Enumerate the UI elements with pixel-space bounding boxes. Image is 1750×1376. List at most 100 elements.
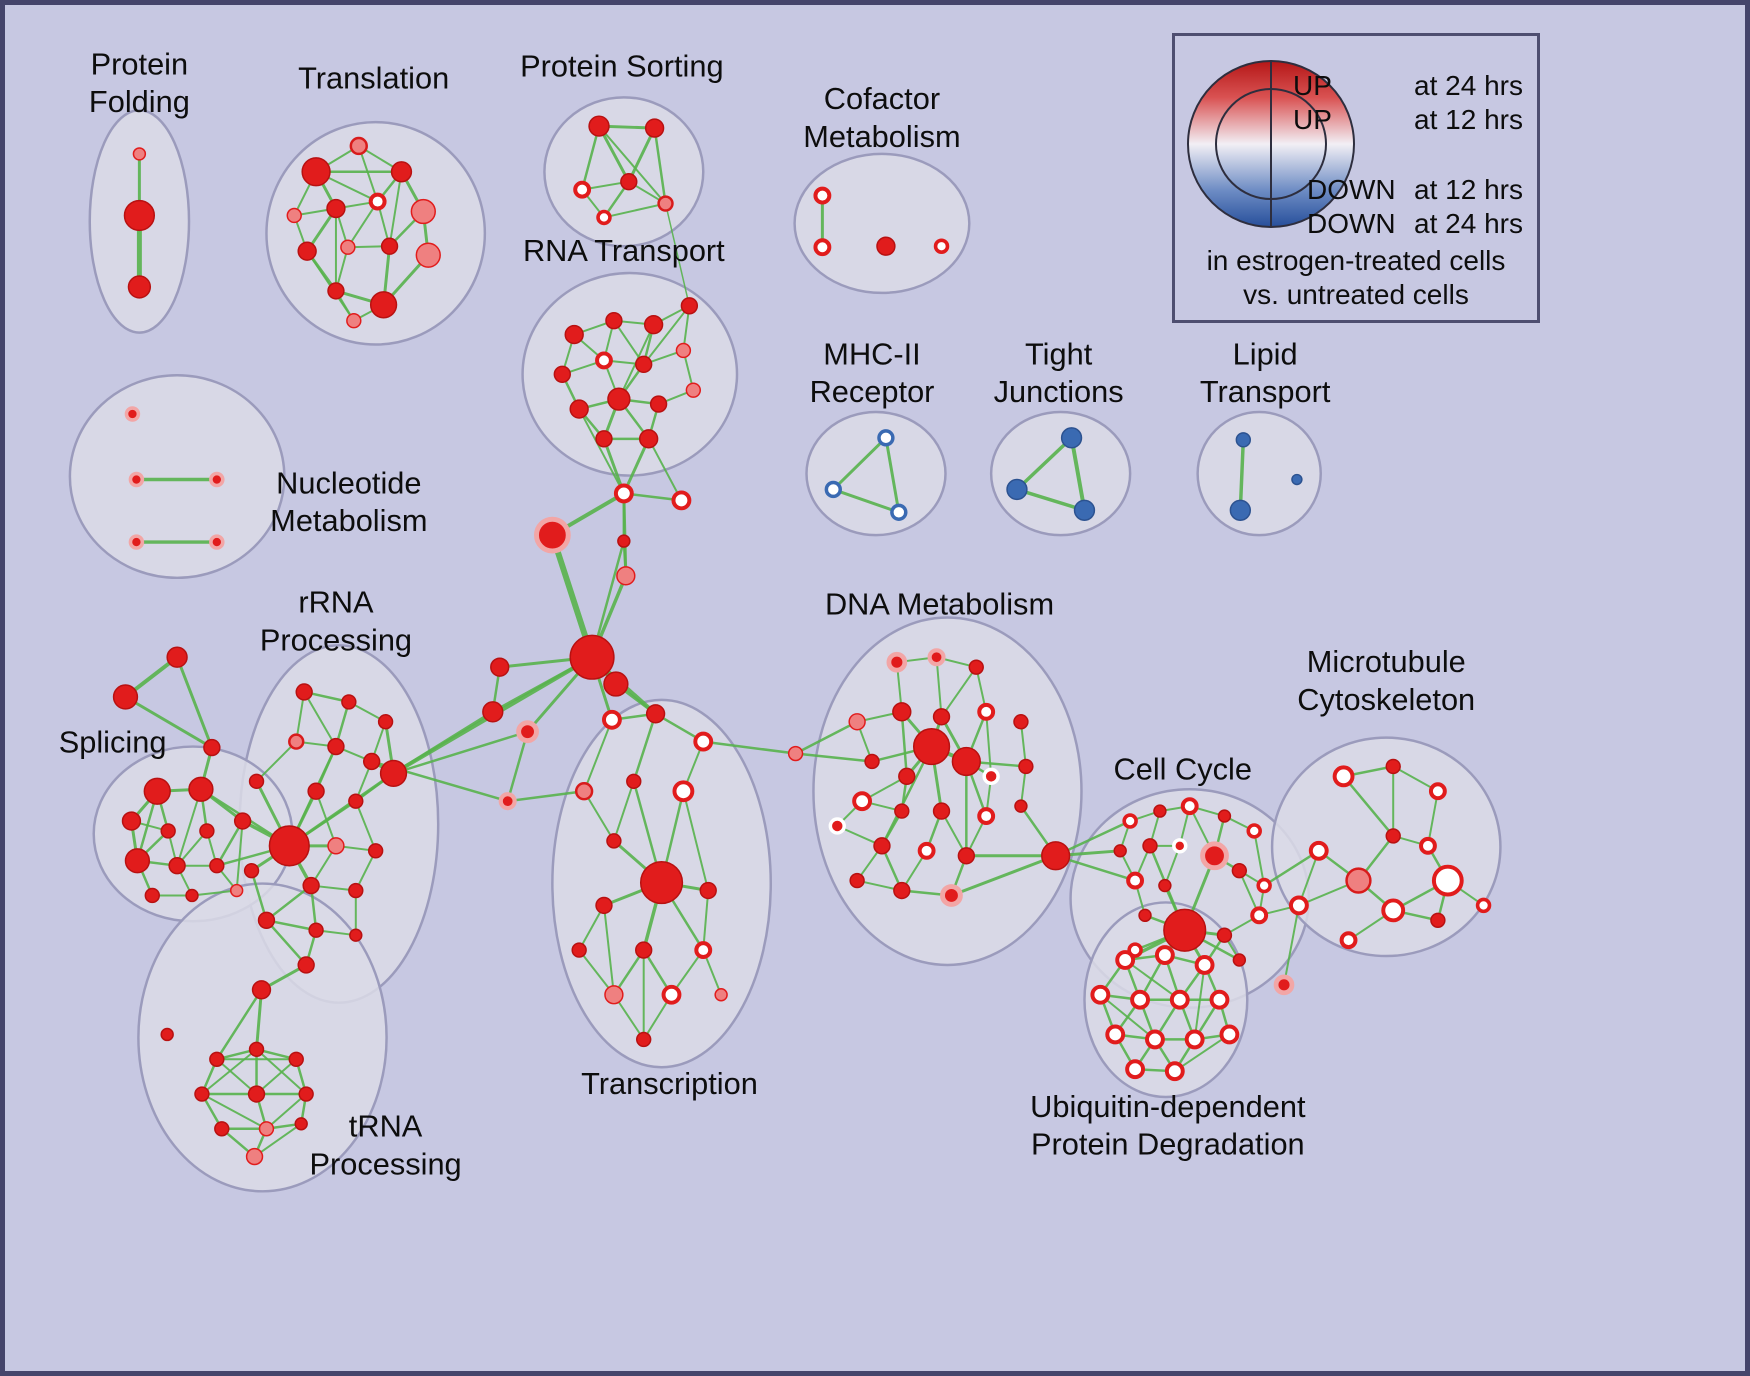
- edge-ft1-ft3: [175, 655, 214, 750]
- node-dm6: [932, 708, 951, 726]
- node-tn2: [160, 1027, 174, 1042]
- node-cc7: [1142, 838, 1158, 854]
- node-pf1: [132, 147, 147, 161]
- node-nm3: [209, 471, 225, 488]
- node-mc13: [1475, 897, 1492, 914]
- cluster-label: Ubiquitin-dependent: [1030, 1089, 1306, 1124]
- node-nm5: [209, 534, 225, 550]
- node-sp3: [121, 811, 142, 831]
- edge-sn11-tx4: [506, 790, 586, 803]
- node-pf3: [127, 275, 152, 299]
- cluster-label: Cell Cycle: [1114, 751, 1252, 786]
- node-rr10: [348, 793, 364, 809]
- edge-dm5-dm12: [900, 710, 909, 778]
- edge-tn8-tn10: [265, 1093, 308, 1130]
- node-sp5: [199, 823, 215, 839]
- node-mc8: [1419, 836, 1437, 855]
- node-rt13: [595, 430, 613, 448]
- edge-dm2-dm6: [935, 656, 943, 718]
- node-ft3: [203, 738, 221, 757]
- node-ps2: [644, 118, 665, 138]
- cluster-cofactor-metabolism: [793, 152, 971, 295]
- node-cf2: [813, 238, 832, 257]
- node-tx5: [626, 773, 642, 790]
- node-dm5: [892, 702, 912, 722]
- cluster-label: Processing: [309, 1146, 461, 1181]
- node-layer: [112, 115, 1492, 1166]
- node-tr13: [369, 291, 398, 319]
- edge-tx10-tx13: [702, 889, 710, 952]
- legend-row-down-24: DOWN at 24 hrs: [1307, 208, 1523, 240]
- node-sn12: [787, 745, 804, 762]
- node-tr2: [349, 136, 368, 156]
- node-sn6: [569, 634, 615, 680]
- node-dm3: [968, 659, 984, 675]
- node-ub3: [1194, 955, 1215, 975]
- node-sn2: [671, 490, 692, 511]
- node-rr4: [288, 733, 305, 750]
- node-rt2: [605, 312, 623, 330]
- node-tx1: [601, 709, 622, 730]
- node-rr21: [251, 980, 272, 1000]
- node-tr7: [410, 198, 436, 225]
- node-rr20: [297, 956, 315, 974]
- node-nm4: [128, 534, 145, 550]
- cluster-label: Metabolism: [270, 503, 427, 538]
- node-mh3: [890, 503, 908, 521]
- node-rt4: [680, 297, 699, 315]
- edge-tx3-sn12: [702, 740, 797, 755]
- edge-ub11-ub13: [1173, 1033, 1231, 1073]
- edge-ft2-ft3: [123, 695, 214, 750]
- node-tr6: [368, 192, 387, 211]
- edge-ps5-ps6: [602, 202, 667, 219]
- edge-tj2-tj3: [1015, 487, 1087, 513]
- edge-mc11-mc14: [1283, 904, 1300, 986]
- legend-caption-line1: in estrogen-treated cells: [1206, 245, 1506, 276]
- node-lt2: [1229, 499, 1251, 521]
- node-ub12: [1125, 1059, 1146, 1080]
- node-rt9: [569, 399, 589, 419]
- legend-direction: DOWN: [1307, 174, 1396, 205]
- node-sp10: [144, 887, 160, 904]
- legend-caption: in estrogen-treated cells vs. untreated …: [1175, 244, 1537, 312]
- node-cc14: [1138, 908, 1152, 923]
- node-dm9: [864, 753, 880, 770]
- legend-row-down-12: DOWN at 12 hrs: [1307, 174, 1523, 206]
- node-dm25: [940, 884, 963, 907]
- edge-sp11-sp12: [191, 889, 238, 897]
- node-rr16: [348, 882, 364, 899]
- edge-ps2-ps5: [653, 126, 667, 205]
- node-tx4: [574, 782, 594, 801]
- node-ub8: [1105, 1024, 1126, 1045]
- node-ub1: [1115, 950, 1136, 970]
- edge-rr9-rr12: [315, 790, 337, 847]
- cluster-label: Folding: [89, 84, 190, 119]
- node-tx11: [571, 942, 587, 958]
- cluster-label: MHC-II: [823, 336, 920, 371]
- node-mc12: [1339, 931, 1358, 950]
- node-dm14: [1018, 758, 1034, 775]
- node-tn10: [258, 1121, 275, 1137]
- node-rr6: [362, 752, 381, 771]
- node-tx14: [604, 985, 624, 1005]
- cluster-label: Translation: [298, 60, 449, 95]
- edge-rt14-sn2: [647, 437, 683, 502]
- node-dm26: [849, 872, 865, 889]
- node-tr4: [286, 207, 302, 224]
- node-sn4: [617, 534, 631, 548]
- edge-dm25-cb1: [949, 854, 1058, 897]
- cluster-label: Protein Sorting: [520, 48, 724, 83]
- cluster-tight-junctions: [989, 410, 1132, 537]
- legend-caption-line2: vs. untreated cells: [1243, 279, 1469, 310]
- node-dm2: [927, 648, 946, 667]
- node-rt6: [595, 351, 613, 370]
- node-rr17: [257, 911, 276, 929]
- node-rt10: [607, 387, 631, 411]
- node-lt3: [1291, 473, 1303, 486]
- node-tr11: [415, 242, 441, 268]
- node-rt7: [635, 355, 653, 374]
- node-rr14: [243, 862, 260, 879]
- node-ft2: [112, 684, 139, 710]
